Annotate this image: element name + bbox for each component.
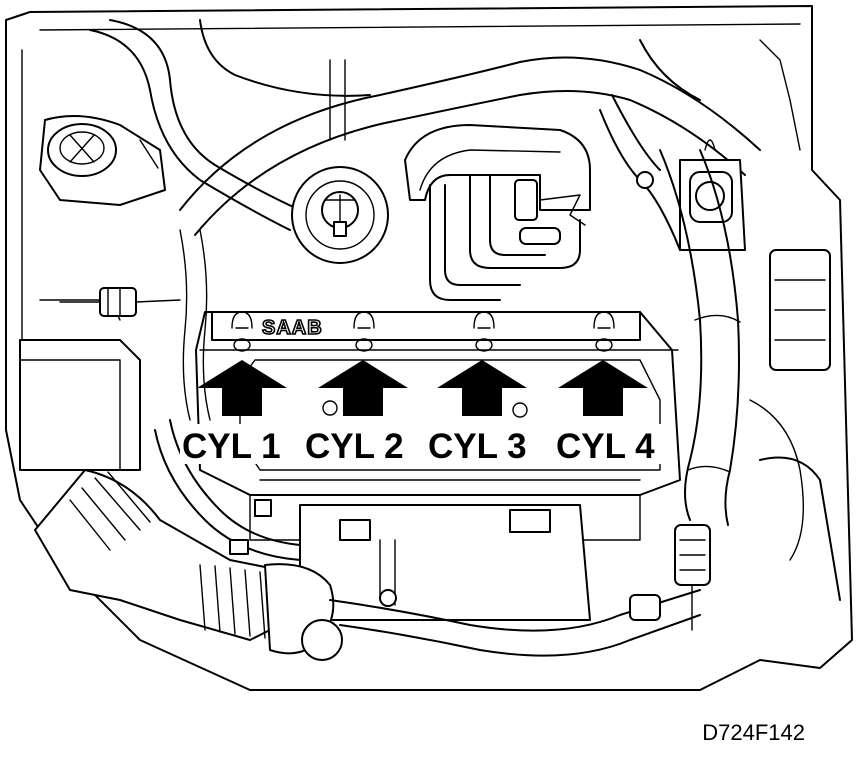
lower-radiator-hose	[659, 149, 741, 526]
left-connector	[59, 287, 181, 317]
air-intake-hose	[34, 469, 343, 661]
brake-fluid-reservoir	[636, 139, 746, 251]
battery-box	[19, 299, 141, 471]
fuel-lines	[429, 174, 586, 301]
upper-left-hoses	[89, 19, 371, 231]
cylinder-1-label: CYL 1	[182, 427, 281, 466]
brand-label: SAAB	[262, 317, 323, 339]
engine-compartment-outline	[5, 5, 853, 691]
cylinder-4-label: CYL 4	[556, 427, 655, 466]
plug-well-2	[353, 311, 375, 352]
cylinder-1-arrow	[197, 360, 287, 416]
left-lower-hoses	[154, 229, 301, 561]
intake-pipe	[404, 124, 591, 211]
cylinder-arrows	[197, 360, 648, 416]
plug-well-3	[473, 311, 495, 352]
right-side-components	[749, 249, 841, 601]
cylinder-2-arrow	[318, 360, 408, 416]
sensor-connector-right	[674, 524, 711, 631]
upper-radiator-hose	[179, 56, 761, 236]
cylinder-2-label: CYL 2	[305, 427, 404, 466]
figure-code: D724F142	[702, 720, 805, 745]
cylinder-3-label: CYL 3	[428, 427, 527, 466]
cylinder-3-arrow	[437, 360, 527, 416]
spark-plug-wells	[231, 311, 615, 352]
cylinder-4-arrow	[558, 360, 648, 416]
cylinder-labels: CYL 1 CYL 2 CYL 3 CYL 4	[180, 424, 666, 466]
plug-well-4	[593, 311, 615, 352]
plug-well-1	[231, 311, 253, 352]
ignition-distributor	[291, 166, 389, 264]
expansion-tank-cap	[39, 115, 166, 206]
throttle-hoses	[329, 539, 701, 657]
engine-block-lower	[249, 400, 641, 621]
